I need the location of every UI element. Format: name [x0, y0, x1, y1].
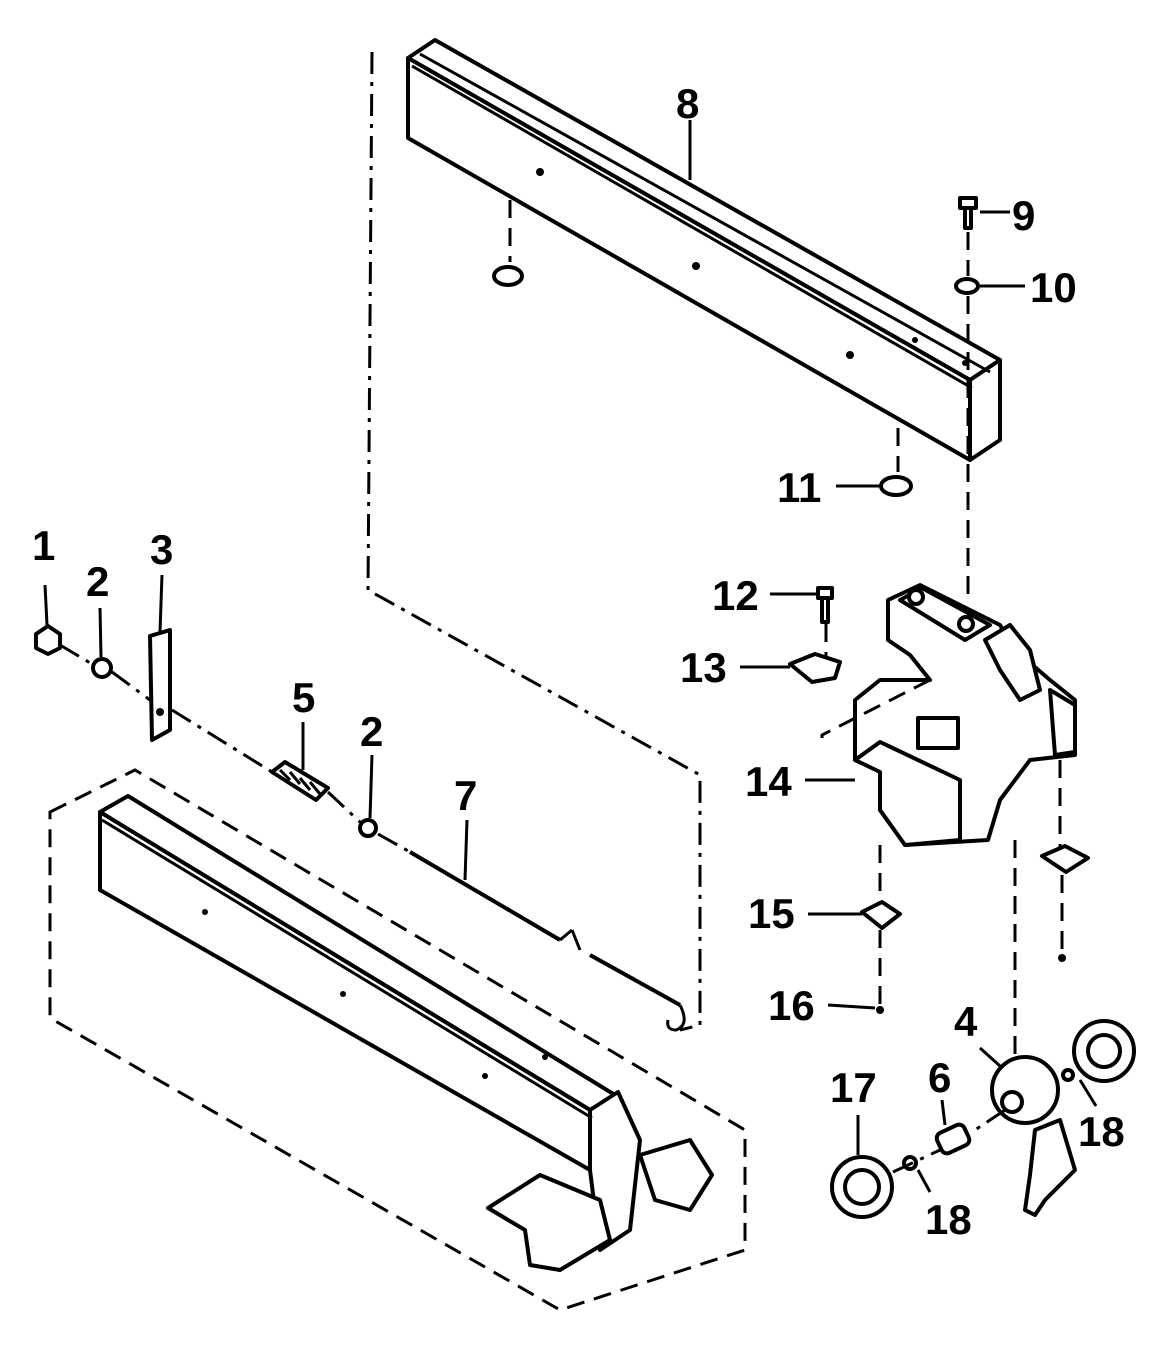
screw-part-12	[816, 586, 834, 624]
rear-rail-assembly	[98, 794, 714, 1272]
leader-line	[98, 607, 103, 658]
callout-5: 5	[292, 674, 315, 721]
leader-line	[368, 754, 374, 819]
leader-line	[463, 819, 469, 881]
leader-line	[326, 790, 362, 824]
leader-line	[916, 1169, 932, 1193]
fence-lock-assembly	[853, 583, 1077, 847]
washer-icon	[492, 265, 524, 287]
nut-icon	[1040, 844, 1090, 874]
washer-part-11	[879, 475, 913, 497]
cam-handle-part-4	[990, 1055, 1077, 1217]
leader-line	[820, 678, 931, 738]
leader-line	[940, 1099, 947, 1126]
leader-line	[158, 574, 164, 633]
callout-2-right: 2	[360, 708, 383, 755]
callout-9: 9	[1012, 192, 1035, 239]
fence-rail-part-8	[406, 38, 1002, 462]
leader-line	[171, 708, 273, 774]
washer-part-2	[91, 657, 113, 679]
washer-part-2	[358, 818, 378, 838]
screw-part-16	[876, 1006, 884, 1014]
callout-17: 17	[830, 1064, 877, 1111]
callout-12: 12	[712, 572, 759, 619]
leader-line	[43, 584, 49, 626]
callout-16: 16	[768, 982, 815, 1029]
screw-icon	[1058, 954, 1066, 962]
ring-inner	[1086, 1033, 1122, 1069]
screw-part-9	[958, 196, 978, 230]
plate-part-3	[148, 628, 172, 742]
washer-icon	[1061, 1068, 1075, 1082]
plate-hole	[156, 708, 164, 716]
nut-part-1	[34, 624, 62, 656]
leader-line	[1078, 1079, 1098, 1107]
leader-line	[974, 1108, 1006, 1132]
callout-6: 6	[928, 1054, 951, 1101]
callout-13: 13	[680, 644, 727, 691]
leader-line	[892, 1148, 941, 1174]
callout-8: 8	[676, 80, 699, 127]
callout-18-bottom: 18	[925, 1196, 972, 1243]
leader-line	[111, 670, 151, 702]
rod-part-7	[408, 850, 686, 1032]
callout-3: 3	[150, 526, 173, 573]
spring-part-5	[270, 760, 330, 802]
nut-part-15	[860, 900, 902, 930]
callout-7: 7	[454, 772, 477, 819]
callout-18-right: 18	[1078, 1108, 1125, 1155]
leader-line	[377, 832, 411, 854]
leader-line	[827, 1003, 876, 1010]
callout-15: 15	[748, 890, 795, 937]
leader-line	[59, 643, 93, 666]
washer-part-10	[954, 277, 980, 295]
leader-line	[978, 1046, 1002, 1068]
callout-14: 14	[745, 758, 792, 805]
callout-1: 1	[32, 522, 55, 569]
ring-inner	[843, 1168, 881, 1206]
callout-11: 11	[777, 464, 821, 511]
callout-10: 10	[1030, 264, 1077, 311]
bushing-part-6	[934, 1122, 972, 1156]
rear-rail-outline	[48, 768, 747, 1312]
callout-4: 4	[954, 998, 978, 1045]
clip-part-13	[788, 652, 842, 684]
callout-2-left: 2	[86, 558, 109, 605]
